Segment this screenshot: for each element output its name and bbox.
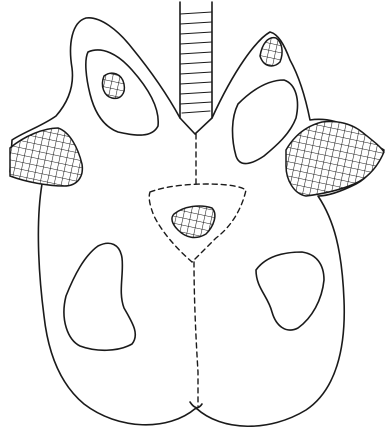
central-hatched-patch [172, 206, 215, 237]
right-lateral-hatched-patch [286, 121, 384, 196]
lower-notch [190, 402, 202, 408]
right-upper-hatched-patch [260, 38, 282, 66]
left-lateral-hatched-patch [10, 128, 82, 186]
dashed-midline-lower [194, 262, 198, 406]
right-lower-open-patch [256, 252, 324, 330]
left-upper-hatched-patch [102, 73, 124, 98]
left-lower-open-patch [64, 243, 135, 350]
trachea [180, 2, 212, 134]
